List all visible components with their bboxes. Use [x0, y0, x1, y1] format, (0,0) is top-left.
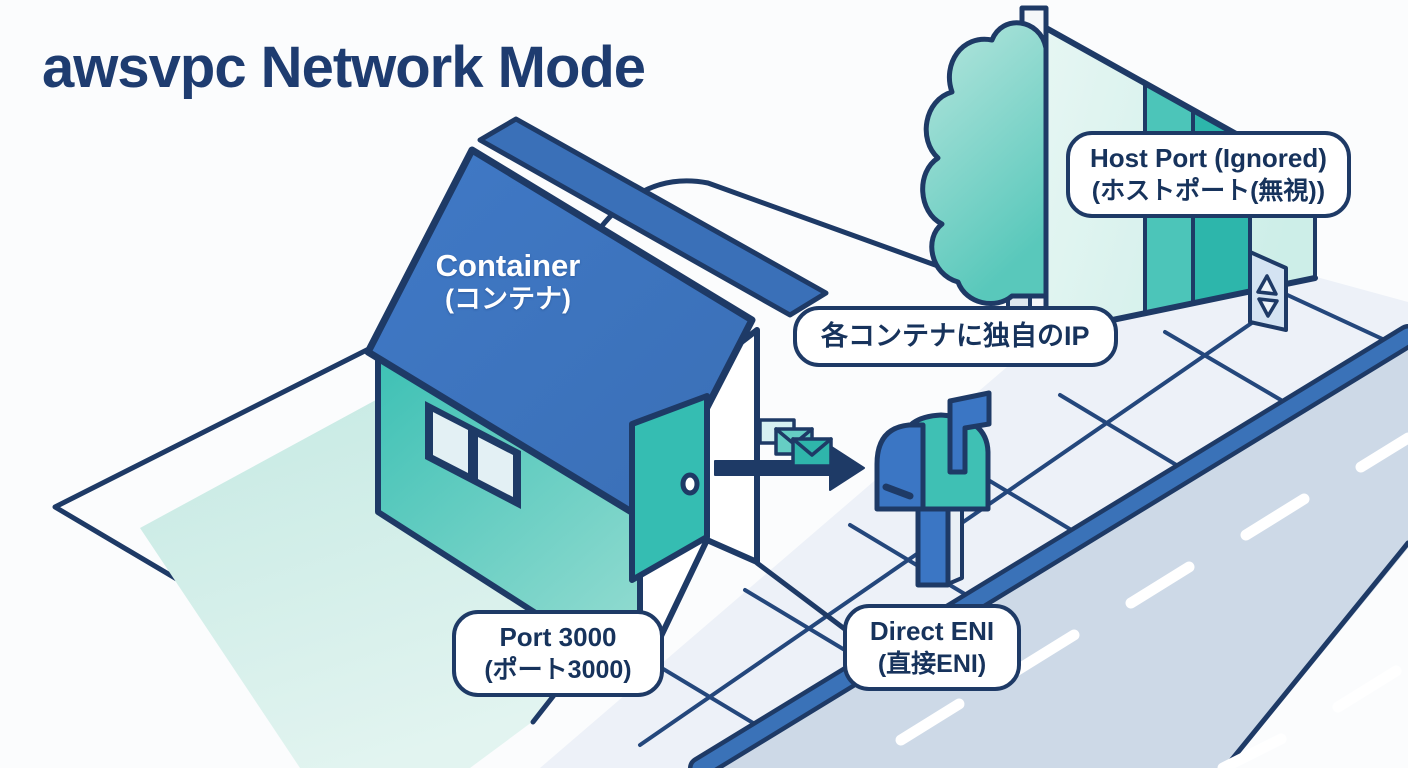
host-port-line2: (ホストポート(無視)): [1091, 177, 1326, 206]
elevator-buttons-icon: [1248, 250, 1288, 332]
door-knob-icon: [680, 472, 700, 496]
mailbox-post: [915, 506, 951, 588]
mailbox-flag-icon: [947, 390, 992, 475]
road-edge-stripe: [692, 328, 1408, 768]
roof-back-slope: [477, 116, 829, 318]
callout-unique-ip: 各コンテナに独自のIP: [793, 306, 1118, 367]
host-port-line1: Host Port (Ignored): [1090, 143, 1327, 173]
container-label-en: Container: [435, 248, 581, 283]
direct-eni-line1: Direct ENI: [869, 616, 995, 646]
mailbox-slot: [882, 483, 914, 500]
mailbox-icon: [874, 390, 992, 588]
house-icon: [364, 116, 829, 683]
door-icon: [629, 393, 710, 583]
page-title: awsvpc Network Mode: [42, 35, 646, 100]
envelope-icons: [758, 418, 833, 468]
container-label-jp: (コンテナ): [445, 283, 571, 314]
callout-host-port: Host Port (Ignored) (ホストポート(無視)): [1066, 131, 1351, 219]
callout-port-3000: Port 3000 (ポート3000): [452, 610, 664, 698]
lane-dashes: [895, 432, 1408, 768]
direct-eni-line2: (直接ENI): [877, 650, 987, 679]
port-3000-line1: Port 3000: [499, 622, 617, 652]
window-icon: [425, 401, 521, 509]
mailbox-door: [874, 422, 926, 512]
container-roof-label: Container (コンテナ): [378, 248, 638, 315]
tree-icon: [920, 20, 1049, 306]
unique-ip-line1: 各コンテナに独自のIP: [821, 321, 1090, 351]
port-3000-line2: (ポート3000): [484, 656, 632, 685]
callout-direct-eni: Direct ENI (直接ENI): [843, 604, 1021, 692]
